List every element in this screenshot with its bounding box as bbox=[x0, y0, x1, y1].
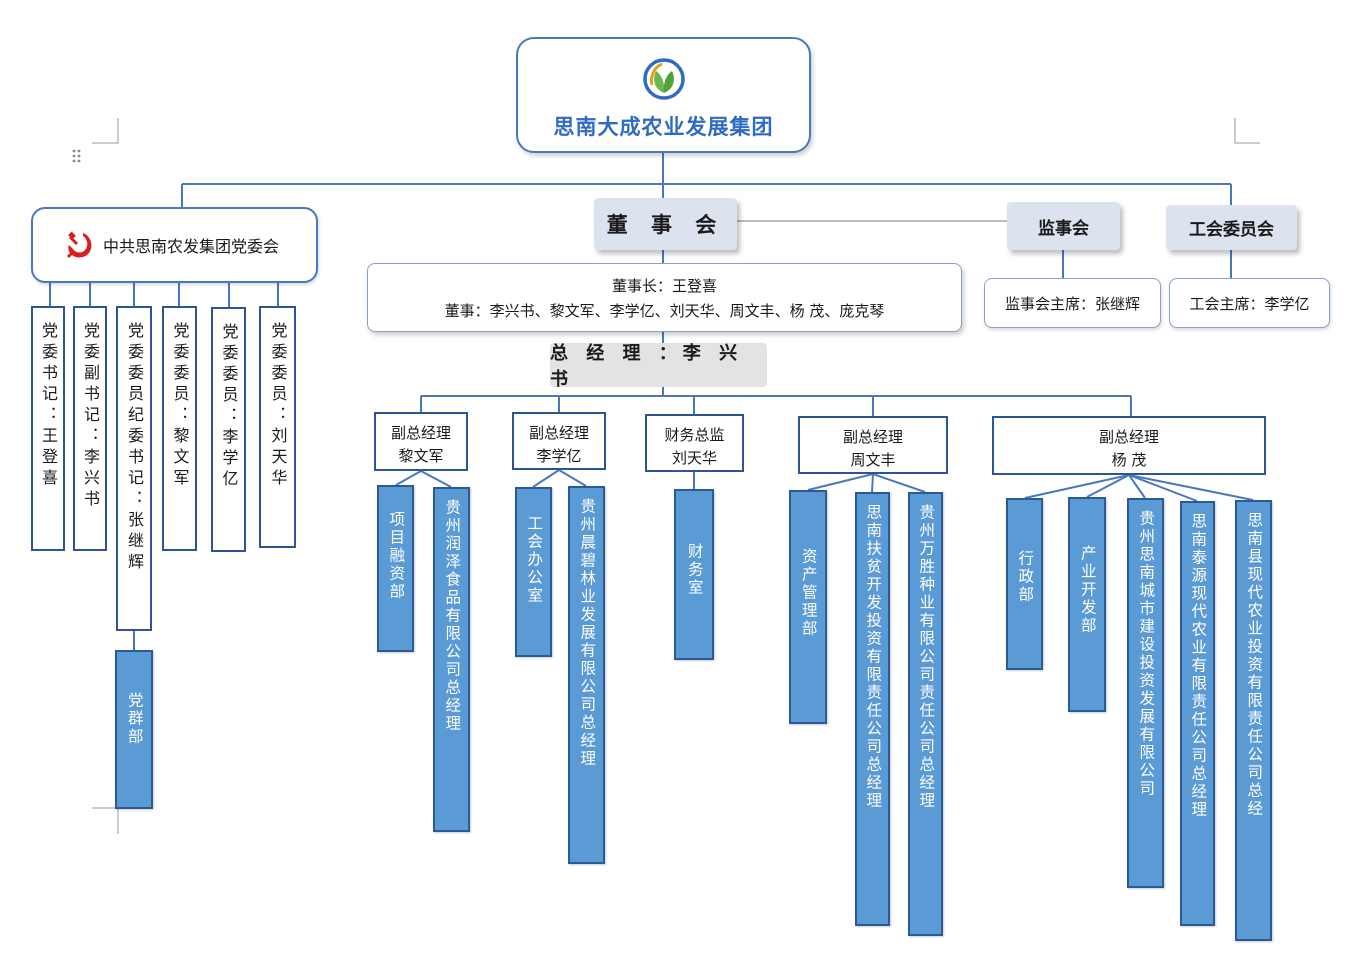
party-dept-label: 党群部 bbox=[125, 692, 144, 746]
crop-mark bbox=[1234, 118, 1260, 144]
party-member-label: 党委委员：黎文军 bbox=[170, 322, 190, 490]
party-committee-box[interactable]: 中共思南农发集团党委会 bbox=[31, 207, 318, 283]
manager-title: 副总经理 bbox=[390, 424, 451, 442]
dept-label: 财务室 bbox=[685, 543, 704, 597]
dept-box[interactable]: 工会办公室 bbox=[515, 487, 552, 657]
party-member-box[interactable]: 党委委员：李学亿 bbox=[211, 307, 246, 552]
board-title-box[interactable]: 董 事 会 bbox=[594, 198, 737, 250]
drag-dot bbox=[77, 154, 81, 158]
party-member-box[interactable]: 党委委员：刘天华 bbox=[259, 306, 296, 548]
dept-box[interactable]: 资产管理部 bbox=[789, 490, 827, 724]
drag-dot bbox=[77, 159, 81, 163]
dept-label: 思南扶贫开发投资有限责任公司总经理 bbox=[864, 504, 883, 810]
manager-name: 周文丰 bbox=[850, 451, 896, 469]
connector-line bbox=[1128, 474, 1146, 499]
supervisor-chair-line: 监事会主席：张继辉 bbox=[1004, 294, 1140, 313]
connector-line bbox=[420, 470, 452, 488]
supervisor-chair-box[interactable]: 监事会主席：张继辉 bbox=[984, 278, 1161, 328]
board-members-box[interactable]: 董事长：王登喜 董事：李兴书、黎文军、李学亿、刘天华、周文丰、杨 茂、庞克琴 bbox=[367, 263, 962, 332]
connector-line bbox=[532, 469, 560, 488]
dept-box[interactable]: 项目融资部 bbox=[377, 485, 414, 652]
dept-box[interactable]: 财务室 bbox=[674, 489, 714, 660]
party-member-label: 党委委员纪委书记：张继辉 bbox=[125, 322, 144, 574]
drag-dot bbox=[72, 154, 76, 158]
board-directors-line: 董事：李兴书、黎文军、李学亿、刘天华、周文丰、杨 茂、庞克琴 bbox=[444, 302, 885, 320]
manager-box[interactable]: 副总经理 周文丰 bbox=[798, 416, 948, 474]
manager-title: 财务总监 bbox=[664, 426, 725, 444]
manager-box[interactable]: 副总经理 李学亿 bbox=[512, 412, 606, 470]
manager-title: 副总经理 bbox=[1098, 428, 1159, 446]
dept-box[interactable]: 贵州万胜种业有限公司责任公司总经理 bbox=[908, 492, 943, 936]
manager-box[interactable]: 副总经理 杨 茂 bbox=[992, 416, 1266, 475]
dept-label: 贵州万胜种业有限公司责任公司总经理 bbox=[917, 504, 936, 810]
dept-label: 贵州思南城市建设投资发展有限公司 bbox=[1137, 510, 1156, 798]
dept-box[interactable]: 贵州润泽食品有限公司总经理 bbox=[433, 487, 470, 832]
connector-line bbox=[558, 469, 587, 487]
connector-line bbox=[871, 473, 874, 493]
union-title: 工会委员会 bbox=[1189, 220, 1274, 240]
dept-label: 项目融资部 bbox=[387, 511, 406, 601]
crop-mark bbox=[92, 807, 119, 834]
dept-box[interactable]: 思南县现代农业投资有限责任公司总经 bbox=[1235, 500, 1272, 941]
dept-box[interactable]: 贵州晨碧林业发展有限公司总经理 bbox=[568, 486, 605, 864]
general-manager-label: 总 经 理 ：李 兴 书 bbox=[550, 343, 744, 390]
dept-box[interactable]: 思南扶贫开发投资有限责任公司总经理 bbox=[855, 492, 890, 926]
dept-box[interactable]: 贵州思南城市建设投资发展有限公司 bbox=[1127, 498, 1164, 888]
manager-name: 李学亿 bbox=[536, 447, 582, 465]
connector-line bbox=[1086, 474, 1130, 498]
dept-label: 行政部 bbox=[1016, 550, 1035, 604]
dept-label: 资产管理部 bbox=[799, 548, 818, 638]
group-root-box[interactable]: 思南大成农业发展集团 bbox=[516, 37, 811, 153]
dept-label: 思南泰源现代农业有限责任公司总经理 bbox=[1189, 513, 1208, 819]
supervisor-title: 监事会 bbox=[1038, 218, 1089, 239]
board-chairman-line: 董事长：王登喜 bbox=[611, 277, 717, 295]
connector-line bbox=[872, 473, 926, 493]
party-member-label: 党委书记：王登喜 bbox=[39, 322, 58, 490]
party-member-box[interactable]: 党委副书记：李兴书 bbox=[73, 306, 107, 551]
party-member-box[interactable]: 党委书记：王登喜 bbox=[31, 306, 65, 551]
manager-title: 副总经理 bbox=[528, 424, 589, 442]
crop-mark bbox=[92, 118, 119, 144]
party-emblem-icon bbox=[67, 231, 92, 258]
party-member-label: 党委委员：刘天华 bbox=[268, 322, 288, 490]
drag-dot bbox=[72, 159, 76, 163]
general-manager-box[interactable]: 总 经 理 ：李 兴 书 bbox=[550, 343, 767, 390]
board-title: 董 事 会 bbox=[606, 213, 725, 237]
dept-label: 贵州晨碧林业发展有限公司总经理 bbox=[578, 498, 597, 768]
union-chair-line: 工会主席：李学亿 bbox=[1189, 294, 1310, 313]
party-member-label: 党委副书记：李兴书 bbox=[81, 322, 100, 511]
union-chair-box[interactable]: 工会主席：李学亿 bbox=[1169, 278, 1330, 328]
manager-name: 黎文军 bbox=[398, 447, 444, 465]
dept-box[interactable]: 思南泰源现代农业有限责任公司总经理 bbox=[1180, 501, 1215, 926]
supervisor-title-box[interactable]: 监事会 bbox=[1007, 202, 1120, 250]
connector-line bbox=[1128, 474, 1254, 501]
party-member-box[interactable]: 党委委员：黎文军 bbox=[162, 306, 197, 551]
union-title-box[interactable]: 工会委员会 bbox=[1166, 205, 1297, 250]
party-dept-box[interactable]: 党群部 bbox=[115, 650, 153, 809]
dept-label: 贵州润泽食品有限公司总经理 bbox=[443, 499, 462, 733]
drag-dot bbox=[72, 149, 76, 153]
manager-title: 副总经理 bbox=[842, 428, 903, 446]
manager-box[interactable]: 副总经理 黎文军 bbox=[374, 412, 468, 471]
connector-line bbox=[1024, 474, 1130, 499]
dept-box[interactable]: 行政部 bbox=[1006, 498, 1043, 670]
party-member-box[interactable]: 党委委员纪委书记：张继辉 bbox=[116, 306, 152, 631]
dept-label: 思南县现代农业投资有限责任公司总经 bbox=[1245, 512, 1264, 818]
party-member-label: 党委委员：李学亿 bbox=[219, 323, 239, 491]
drag-dot bbox=[77, 149, 81, 153]
manager-name: 杨 茂 bbox=[1111, 451, 1147, 469]
manager-box[interactable]: 财务总监 刘天华 bbox=[645, 414, 744, 472]
connector-line bbox=[807, 473, 874, 491]
party-committee-name: 中共思南农发集团党委会 bbox=[103, 237, 280, 256]
group-name: 思南大成农业发展集团 bbox=[553, 115, 774, 139]
connector-line bbox=[395, 470, 422, 486]
dept-label: 产业开发部 bbox=[1078, 545, 1097, 635]
dept-label: 工会办公室 bbox=[525, 515, 544, 605]
dept-box[interactable]: 产业开发部 bbox=[1068, 497, 1106, 712]
group-logo-icon bbox=[642, 58, 685, 100]
manager-name: 刘天华 bbox=[671, 449, 717, 467]
